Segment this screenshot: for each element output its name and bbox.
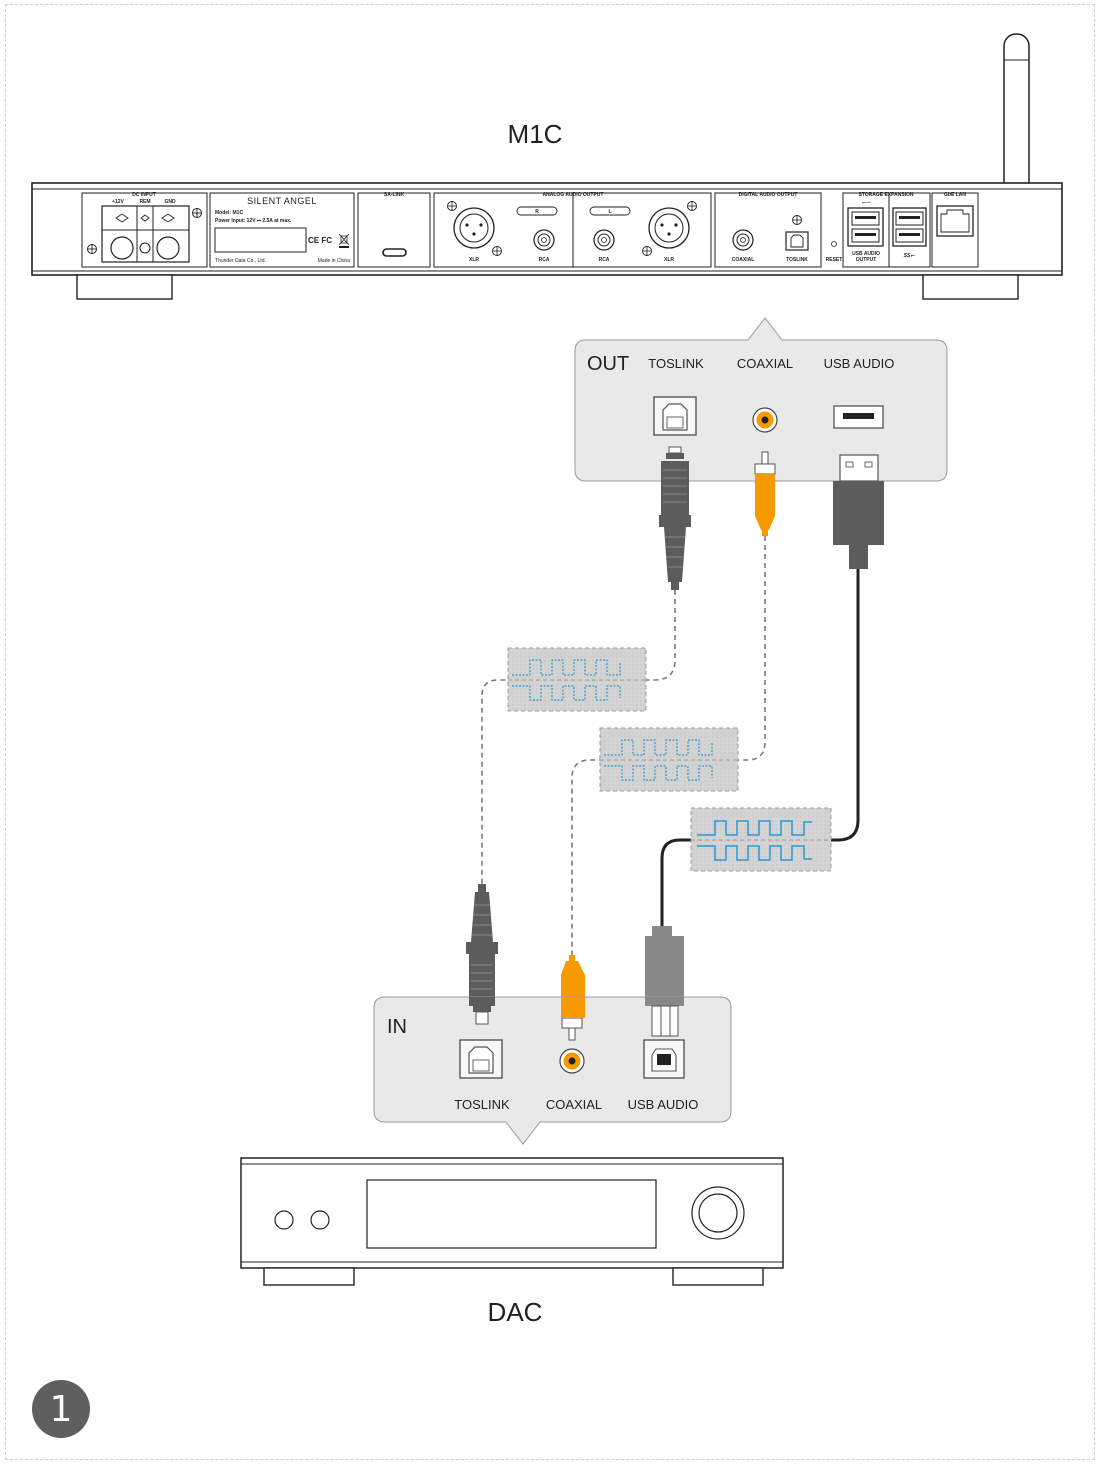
- label-maker: Thunder Data Co., Ltd.: [215, 258, 266, 264]
- usb-a-plug-out: [833, 454, 884, 569]
- label-power-input: Power Input: 12V ⎓ 2.5A at max.: [215, 218, 292, 224]
- svg-text:SS⭠: SS⭠: [904, 253, 916, 259]
- usb-a-stack-left-icon: [847, 207, 884, 247]
- coaxial-port-rear-icon: [732, 229, 754, 251]
- svg-text:⭠⊸: ⭠⊸: [862, 200, 870, 206]
- weee-bin-icon: [338, 233, 350, 248]
- out-coaxial-port-icon: [752, 407, 778, 433]
- out-panel: OUT TOSLINK COAXIAL USB AUDIO: [574, 317, 948, 482]
- label-usb-audio-output-1: USB AUDIO: [852, 251, 880, 257]
- in-panel-label: IN: [387, 1016, 407, 1038]
- cert-marks: CE FC: [308, 236, 332, 245]
- label-model: Model: M1C: [215, 210, 243, 216]
- in-toslink-label: TOSLINK: [454, 1097, 510, 1112]
- dac-button-2-icon: [310, 1210, 330, 1230]
- out-panel-label: OUT: [587, 353, 629, 375]
- label-reset: RESET: [826, 257, 843, 263]
- label-rca-r: RCA: [539, 257, 550, 263]
- label-sa-link: SA-LINK: [384, 192, 405, 198]
- usb-c-port-icon: [382, 248, 407, 257]
- label-toslink-rear: TOSLINK: [786, 257, 808, 263]
- dac-volume-knob-icon: [691, 1186, 745, 1240]
- label-rca-l: RCA: [599, 257, 610, 263]
- device-title-m1c: M1C: [508, 119, 563, 149]
- toslink-plug-out: [659, 446, 691, 590]
- out-toslink-port-icon: [653, 396, 697, 436]
- rca-r-port-icon: [533, 229, 555, 251]
- signal-box-usb: [690, 807, 832, 872]
- device-title-dac: DAC: [488, 1297, 543, 1327]
- in-coaxial-label: COAXIAL: [546, 1097, 602, 1112]
- rca-l-port-icon: [593, 229, 615, 251]
- in-coaxial-port-icon: [559, 1048, 585, 1074]
- signal-box-coaxial: [599, 727, 739, 792]
- brand-logo: SILENT ANGEL: [247, 196, 317, 206]
- ethernet-port-icon: [936, 205, 974, 237]
- in-toslink-port-icon: [459, 1039, 503, 1079]
- toslink-plug-in: [466, 884, 498, 1025]
- in-panel: IN TOSLINK COAXIAL USB AUDIO: [373, 996, 732, 1145]
- xlr-r-port-icon: [447, 201, 502, 256]
- dashed-frame: [5, 4, 1095, 1460]
- label-channel-l: L: [608, 209, 611, 215]
- label-gnd: GND: [164, 199, 176, 205]
- label-made-in: Made in China: [318, 258, 350, 264]
- label-digital-output: DIGITAL AUDIO OUTPUT: [739, 192, 798, 198]
- out-coaxial-label: COAXIAL: [737, 356, 793, 371]
- label-channel-r: R: [535, 209, 539, 215]
- label-12v: +12V: [112, 199, 124, 205]
- reset-button-icon: [831, 241, 837, 247]
- label-rem: REM: [139, 199, 150, 205]
- label-usb-audio-output-2: OUTPUT: [856, 257, 877, 263]
- label-analog-output: ANALOG AUDIO OUTPUT: [543, 192, 604, 198]
- label-coaxial-rear: COAXIAL: [732, 257, 755, 263]
- out-usb-audio-label: USB AUDIO: [824, 356, 895, 371]
- label-storage-expansion: STORAGE EXPANSION: [858, 192, 913, 198]
- out-usb-a-port-icon: [833, 405, 884, 429]
- dac-button-1-icon: [274, 1210, 294, 1230]
- out-toslink-label: TOSLINK: [648, 356, 704, 371]
- dac-display: [366, 1179, 657, 1249]
- step-number-badge: 1: [32, 1380, 90, 1438]
- usb-a-stack-right-icon: [892, 207, 927, 247]
- signal-box-toslink: [507, 647, 647, 712]
- in-usb-audio-label: USB AUDIO: [628, 1097, 699, 1112]
- label-xlr-l: XLR: [664, 257, 674, 263]
- m1c-rear-panel: DC INPUT +12V REM GND SILENT ANGEL Model…: [31, 182, 1063, 300]
- xlr-l-port-icon: [642, 201, 697, 256]
- in-usb-b-port-icon: [643, 1039, 685, 1079]
- label-dc-input: DC INPUT: [132, 192, 156, 198]
- dac-device: [240, 1157, 784, 1286]
- label-gbe-lan: GbE LAN: [944, 192, 966, 198]
- toslink-port-rear-icon: [785, 231, 809, 251]
- rca-plug-out: [754, 451, 776, 536]
- label-xlr-r: XLR: [469, 257, 479, 263]
